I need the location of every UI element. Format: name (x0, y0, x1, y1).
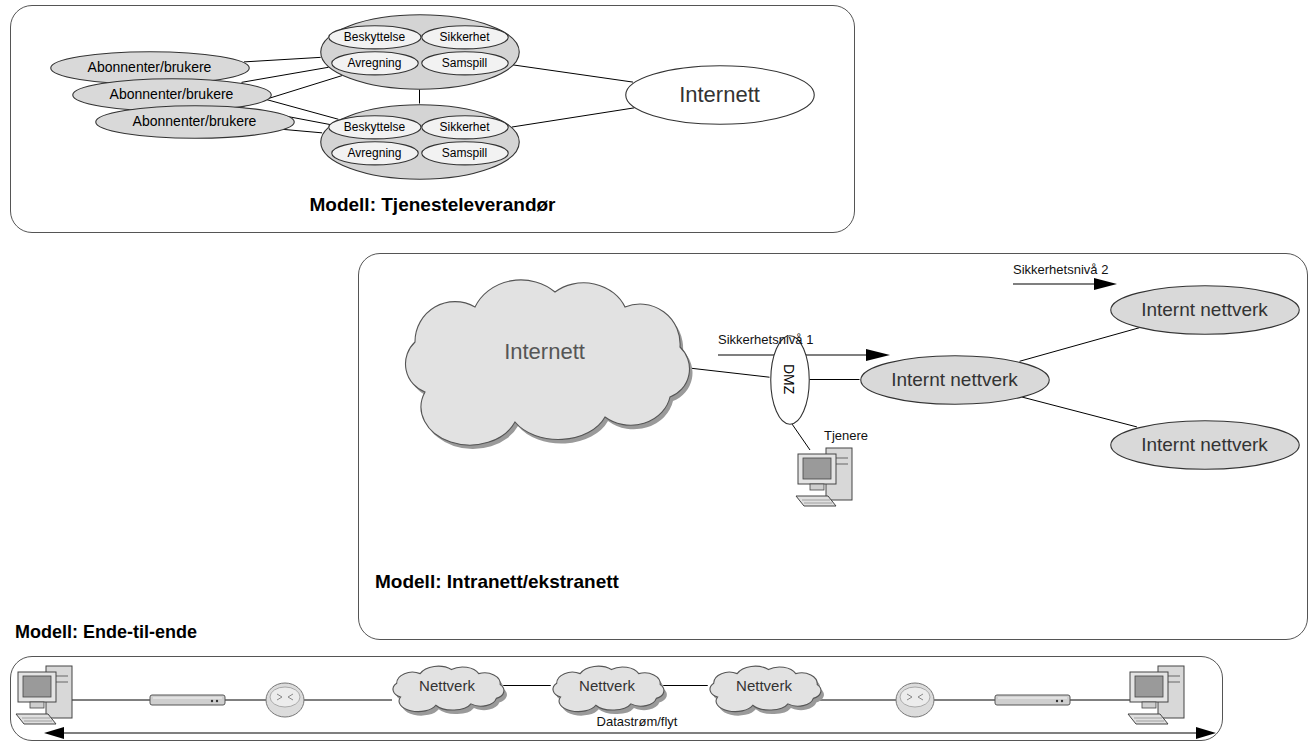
network-cloud: Nettverk (385, 664, 510, 708)
router-icon (266, 683, 304, 717)
node-label: Internett (504, 339, 585, 364)
node-label: Sikkerhet (439, 121, 489, 135)
node-label: Abonnenter/brukere (133, 113, 257, 129)
node-label: Samspill (442, 57, 487, 71)
ellipse-outline (320, 104, 520, 180)
node-label: Abonnenter/brukere (110, 86, 234, 102)
connector-line (419, 90, 420, 104)
function-ellipse: Samspill (421, 51, 509, 76)
modem-icon (150, 695, 225, 705)
node-label: Avregning (348, 57, 402, 71)
service-group-ellipse: Beskyttelse SikkerhetAvregning Samspill (320, 14, 520, 90)
internet-cloud: Internett (385, 272, 705, 432)
security-level-arrow (1013, 278, 1117, 290)
node-label: Internett (679, 82, 760, 107)
node-label: DMZ (781, 364, 797, 394)
connector-line (685, 368, 770, 378)
model-heading: Modell: Intranett/ekstranett (375, 571, 619, 593)
node-label: Internt nettverk (1141, 434, 1268, 456)
connector-line (512, 108, 634, 127)
node-label: Avregning (348, 147, 402, 161)
ellipse-outline (320, 14, 520, 90)
connector-line (283, 129, 322, 132)
function-ellipse: Avregning (331, 141, 419, 166)
network-ellipse: Internt nettverk (1110, 285, 1300, 335)
node-label: Abonnenter/brukere (88, 59, 212, 75)
network-cloud: Nettverk (702, 664, 827, 708)
subscriber-ellipse: Abonnenter/brukere (95, 105, 295, 139)
connector-line (513, 65, 633, 82)
node-label: Beskyttelse (344, 31, 405, 45)
connector-line (1020, 328, 1140, 362)
node-label: Internt nettverk (1141, 299, 1268, 321)
service-group-ellipse: Beskyttelse SikkerhetAvregning Samspill (320, 104, 520, 180)
connector-line (663, 685, 708, 686)
node-label: Beskyttelse (344, 121, 405, 135)
router-icon (896, 683, 934, 717)
node-label: Samspill (442, 147, 487, 161)
network-cloud: Nettverk (545, 664, 670, 708)
connector-line (810, 379, 860, 380)
function-ellipse: Samspill (421, 141, 509, 166)
internet-ellipse: Internett (625, 65, 815, 125)
node-label: Nettverk (579, 677, 635, 694)
model-panel: Abonnenter/brukereAbonnenter/brukereAbon… (10, 5, 855, 233)
node-label: Nettverk (419, 677, 475, 694)
node-label: Sikkerhet (439, 31, 489, 45)
server-wire (792, 424, 810, 450)
modem-icon (995, 695, 1070, 705)
client-computer-icon (16, 666, 72, 724)
model-panel: InternettDMZInternt nettverkInternt nett… (358, 253, 1308, 640)
flow-label: Datastrøm/flyt (593, 714, 682, 730)
server-label: Tjenere (824, 428, 868, 444)
model-heading: Modell: Ende-til-ende (15, 622, 197, 643)
function-ellipse: Sikkerhet (421, 115, 509, 140)
function-ellipse: Beskyttelse (328, 25, 422, 50)
server-computer-icon (796, 448, 852, 506)
function-ellipse: Sikkerhet (421, 25, 509, 50)
node-label: Internt nettverk (891, 369, 1018, 391)
function-ellipse: Beskyttelse (328, 115, 422, 140)
network-ellipse: Internt nettverk (860, 355, 1050, 405)
server-computer-icon (1128, 666, 1184, 724)
security-level-label: Sikkerhetsnivå 1 (718, 332, 813, 348)
connector-line (1022, 397, 1137, 427)
network-ellipse: Internt nettverk (1110, 420, 1300, 470)
security-level-label: Sikkerhetsnivå 2 (1013, 262, 1108, 278)
connector-line (503, 685, 551, 686)
model-heading: Modell: Tjenesteleverandør (11, 194, 854, 216)
dmz-ellipse: DMZ (770, 335, 810, 425)
function-ellipse: Avregning (331, 51, 419, 76)
connector-line (242, 67, 329, 82)
connector-line (244, 57, 321, 62)
node-label: Nettverk (736, 677, 792, 694)
